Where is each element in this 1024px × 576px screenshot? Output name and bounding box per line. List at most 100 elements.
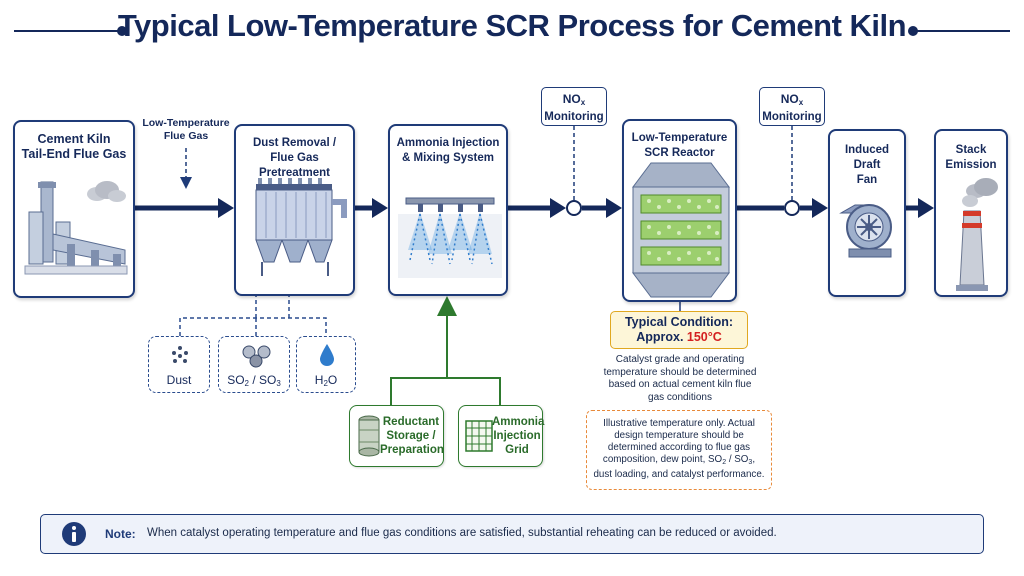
- note-text: When catalyst operating temperature and …: [147, 527, 777, 539]
- ammonia-grid-label: Ammonia Injection Grid: [492, 415, 545, 457]
- cement-kiln-line1: Cement Kiln: [37, 132, 111, 146]
- illustrative-note-text: Illustrative temperature only. Actual de…: [589, 418, 769, 481]
- illustrative-line1: Illustrative temperature only. Actual: [603, 418, 755, 429]
- dust-removal-label: Dust Removal / Flue Gas Pretreatment: [236, 136, 353, 181]
- water-drop-icon: [320, 344, 334, 366]
- scr-reactor-box: Low-Temperature SCR Reactor: [622, 119, 737, 302]
- catalyst-note-line3: based on actual cement kiln flue: [608, 379, 752, 390]
- monitor-node-1: [566, 200, 582, 216]
- ammonia-injection-line1: Ammonia Injection: [396, 137, 500, 149]
- diagram-title: Typical Low-Temperature SCR Process for …: [117, 8, 907, 43]
- so2-sub: 2: [244, 379, 249, 388]
- stack-line2: Emission: [945, 159, 997, 171]
- molecule-icon: [242, 345, 271, 368]
- catalyst-note: Catalyst grade and operating temperature…: [590, 354, 770, 404]
- reductant-storage-label: Reductant Storage / Preparation: [380, 415, 444, 457]
- so2-base: SO: [227, 373, 245, 387]
- scr-reactor-icon: [632, 162, 730, 298]
- nox-label: NO: [780, 92, 799, 106]
- nox-monitoring-1-nox: NOx: [542, 92, 606, 110]
- pollutant-h2o-box: H2O: [296, 336, 356, 393]
- cement-kiln-box: Cement Kiln Tail-End Flue Gas: [13, 120, 135, 298]
- sox-separator: /: [248, 373, 259, 387]
- illustrative-line4: composition, dew point, SO2 / SO3,: [589, 454, 769, 469]
- illustrative-line3: determined according to flue gas: [607, 442, 751, 453]
- reductant-storage-line3: Preparation: [380, 444, 444, 456]
- fan-line1: Induced Draft: [844, 144, 890, 171]
- illustrative-l4a: composition, dew point, SO: [602, 454, 723, 465]
- dust-label: Dust: [166, 373, 192, 387]
- so3-base: SO: [259, 373, 277, 387]
- catalyst-note-line1: Catalyst grade and operating: [615, 354, 745, 365]
- scr-reactor-line1: Low-Temperature: [631, 132, 728, 144]
- fan-line2: Fan: [856, 174, 878, 186]
- title-dot-left: [117, 26, 127, 36]
- illustrative-note-box: Illustrative temperature only. Actual de…: [586, 410, 772, 490]
- flue-gas-input-label: Low-Temperature Flue Gas: [136, 117, 236, 143]
- condition-temperature: 150°C: [686, 330, 722, 344]
- monitor-node-2: [784, 200, 800, 216]
- scr-reactor-line2: SCR Reactor: [644, 147, 715, 159]
- reductant-storage-line1: Reductant: [382, 416, 440, 428]
- illustrative-l4s1: 2: [722, 459, 727, 466]
- note-bar: Note: When catalyst operating temperatur…: [40, 514, 984, 554]
- stack-emission-box: Stack Emission: [934, 129, 1008, 297]
- illustrative-l4c: ,: [752, 454, 756, 465]
- title-dot-right: [908, 26, 918, 36]
- induced-draft-fan-box: Induced Draft Fan: [828, 129, 906, 297]
- title-rule-left: [14, 30, 122, 32]
- nox-subscript: x: [580, 98, 586, 107]
- ammonia-grid-box: Ammonia Injection Grid: [458, 405, 545, 467]
- typical-condition-line1: Typical Condition:: [624, 315, 734, 329]
- catalyst-note-line2: temperature should be determined: [603, 366, 757, 378]
- ammonia-injection-label: Ammonia Injection & Mixing System: [390, 136, 506, 166]
- flue-gas-input-line1: Low-Temperature: [142, 117, 230, 129]
- stack-label: Stack Emission: [936, 143, 1006, 173]
- cement-kiln-line2: Tail-End Flue Gas: [21, 147, 127, 161]
- illustrative-line5: dust loading, and catalyst performance.: [593, 469, 765, 480]
- ammonia-grid-line1: Ammonia: [492, 416, 545, 428]
- info-icon: [62, 522, 86, 546]
- sox-label: SO2 / SO3: [219, 373, 289, 388]
- reductant-storage-box: Reductant Storage / Preparation: [349, 405, 444, 467]
- typical-condition-box: Typical Condition: Approx. 150°C: [610, 311, 748, 349]
- nox-monitoring-2: NOx Monitoring: [759, 87, 825, 126]
- nox-monitoring-2-label: Monitoring: [762, 111, 822, 123]
- so3-sub: 3: [276, 379, 281, 388]
- reductant-storage-line2: Storage /: [386, 430, 436, 442]
- storage-tank-icon: [358, 415, 380, 457]
- nox-monitoring-1: NOx Monitoring: [541, 87, 607, 126]
- ammonia-spray-icon: [398, 197, 502, 278]
- catalyst-note-line4: gas conditions: [648, 391, 712, 403]
- fan-label: Induced Draft Fan: [830, 143, 904, 188]
- pollutant-sox-box: SO2 / SO3: [218, 336, 290, 393]
- note-label: Note:: [105, 527, 136, 541]
- dust-icon: [172, 346, 188, 363]
- cement-kiln-icon: [24, 181, 128, 275]
- nox-label: NO: [562, 92, 581, 106]
- ammonia-injection-box: Ammonia Injection & Mixing System: [388, 124, 508, 296]
- stack-line1: Stack: [955, 144, 987, 156]
- illustrative-l4b: / SO: [726, 454, 749, 465]
- ammonia-grid-line3: Grid: [505, 444, 529, 456]
- dust-removal-line2: Flue Gas Pretreatment: [259, 152, 330, 179]
- nox-subscript: x: [798, 98, 804, 107]
- main-flow-line: [135, 198, 934, 218]
- cement-kiln-label: Cement Kiln Tail-End Flue Gas: [15, 132, 133, 162]
- h2o-o: O: [327, 373, 338, 387]
- h2o-label: H2O: [297, 373, 355, 388]
- nox-monitoring-1-label: Monitoring: [544, 111, 604, 123]
- baghouse-filter-icon: [255, 178, 347, 276]
- grid-icon: [465, 420, 493, 452]
- pollutant-dust-box: Dust: [148, 336, 210, 393]
- title-rule-right: [915, 30, 1010, 32]
- stack-icon: [956, 178, 998, 291]
- h2o-h: H: [314, 373, 324, 387]
- typical-condition-line2: Approx. 150°C: [611, 330, 747, 345]
- ammonia-injection-line2: & Mixing System: [401, 152, 495, 164]
- flue-gas-input-line2: Flue Gas: [163, 130, 209, 142]
- ammonia-grid-line2: Injection: [493, 430, 541, 442]
- dust-removal-box: Dust Removal / Flue Gas Pretreatment: [234, 124, 355, 296]
- condition-prefix: Approx.: [636, 330, 687, 344]
